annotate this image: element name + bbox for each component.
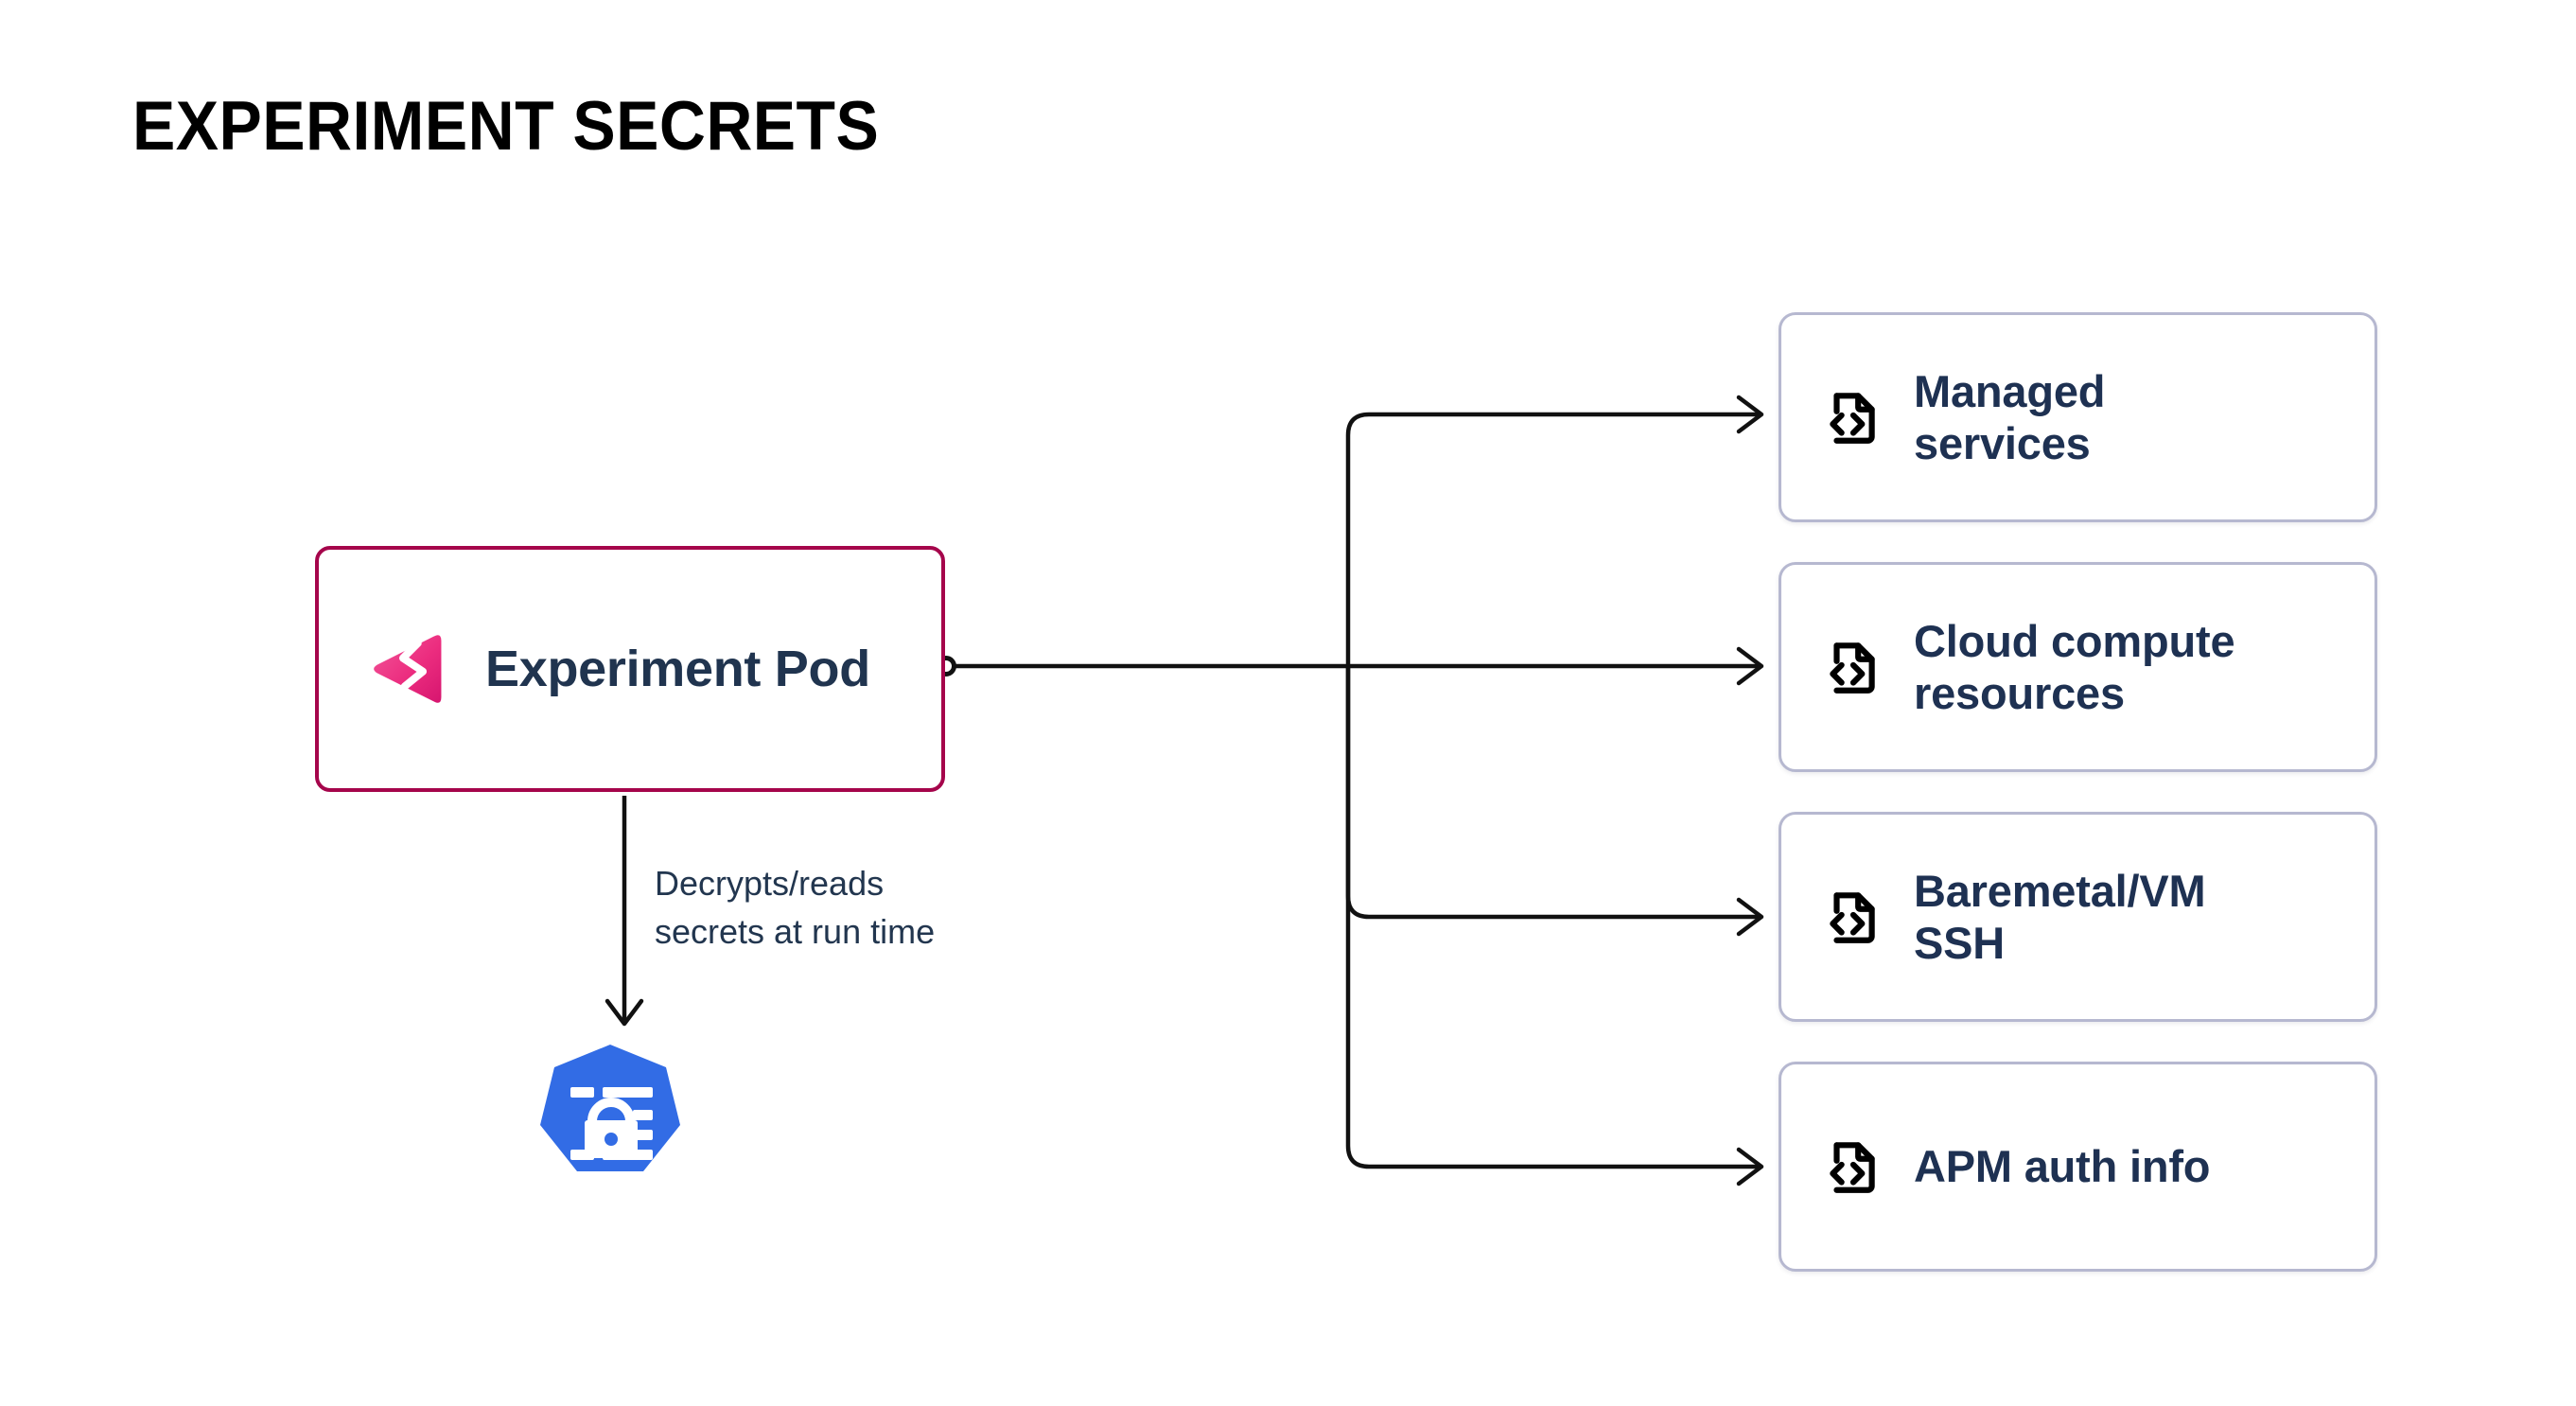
kubernetes-secret-icon: secret bbox=[540, 1045, 680, 1197]
arrowhead-managed-services bbox=[1736, 395, 1764, 434]
file-code-icon bbox=[1830, 393, 1875, 444]
target-card-cloud-compute-resources[interactable]: Cloud compute resources bbox=[1779, 562, 2377, 772]
arrowhead-baremetal-ssh bbox=[1736, 897, 1764, 937]
target-card-label-line-2: services bbox=[1914, 418, 2091, 468]
target-card-label-line-1: Baremetal/VM bbox=[1914, 865, 2206, 916]
target-card-label-line-1: Cloud compute bbox=[1914, 615, 2235, 666]
file-code-icon bbox=[1830, 892, 1875, 943]
arrowhead-apm-auth bbox=[1736, 1147, 1764, 1186]
arrowhead-cloud-compute bbox=[1736, 646, 1764, 686]
target-card-label: Cloud compute resources bbox=[1914, 615, 2235, 720]
edge-caption-decrypts-reads: Decrypts/reads secrets at run time bbox=[655, 859, 1052, 956]
experiment-pod-label: Experiment Pod bbox=[485, 641, 870, 697]
file-code-icon bbox=[1830, 642, 1875, 694]
target-card-label: Managed services bbox=[1914, 365, 2106, 470]
page-title: EXPERIMENT SECRETS bbox=[132, 88, 880, 165]
target-card-label-line-1: Managed bbox=[1914, 365, 2106, 416]
kubernetes-secret-node[interactable]: secret bbox=[534, 1041, 686, 1202]
target-card-label: Baremetal/VM SSH bbox=[1914, 865, 2206, 970]
edge-to-managed-services bbox=[1345, 412, 1760, 667]
target-card-label-line-2: resources bbox=[1914, 668, 2125, 718]
arrowhead-secret bbox=[605, 998, 644, 1027]
target-card-label-line-2: SSH bbox=[1914, 918, 2006, 968]
edge-caption-line-2: secrets at run time bbox=[655, 912, 936, 952]
edge-caption-line-1: Decrypts/reads bbox=[655, 864, 885, 903]
target-card-label: APM auth info bbox=[1914, 1140, 2210, 1192]
target-card-apm-auth-info[interactable]: APM auth info bbox=[1779, 1062, 2377, 1272]
experiment-pod-node[interactable]: Experiment Pod bbox=[315, 546, 945, 792]
edge-to-apm-auth bbox=[1345, 666, 1760, 1169]
secret-node-label: secret bbox=[581, 1172, 640, 1197]
target-card-label-line-1: APM auth info bbox=[1914, 1141, 2211, 1192]
target-card-baremetal-vm-ssh[interactable]: Baremetal/VM SSH bbox=[1779, 812, 2377, 1022]
target-card-managed-services[interactable]: Managed services bbox=[1779, 312, 2377, 522]
file-code-icon bbox=[1830, 1142, 1875, 1193]
gremlin-logo-icon bbox=[374, 635, 442, 708]
edge-to-baremetal-ssh bbox=[1345, 666, 1760, 920]
